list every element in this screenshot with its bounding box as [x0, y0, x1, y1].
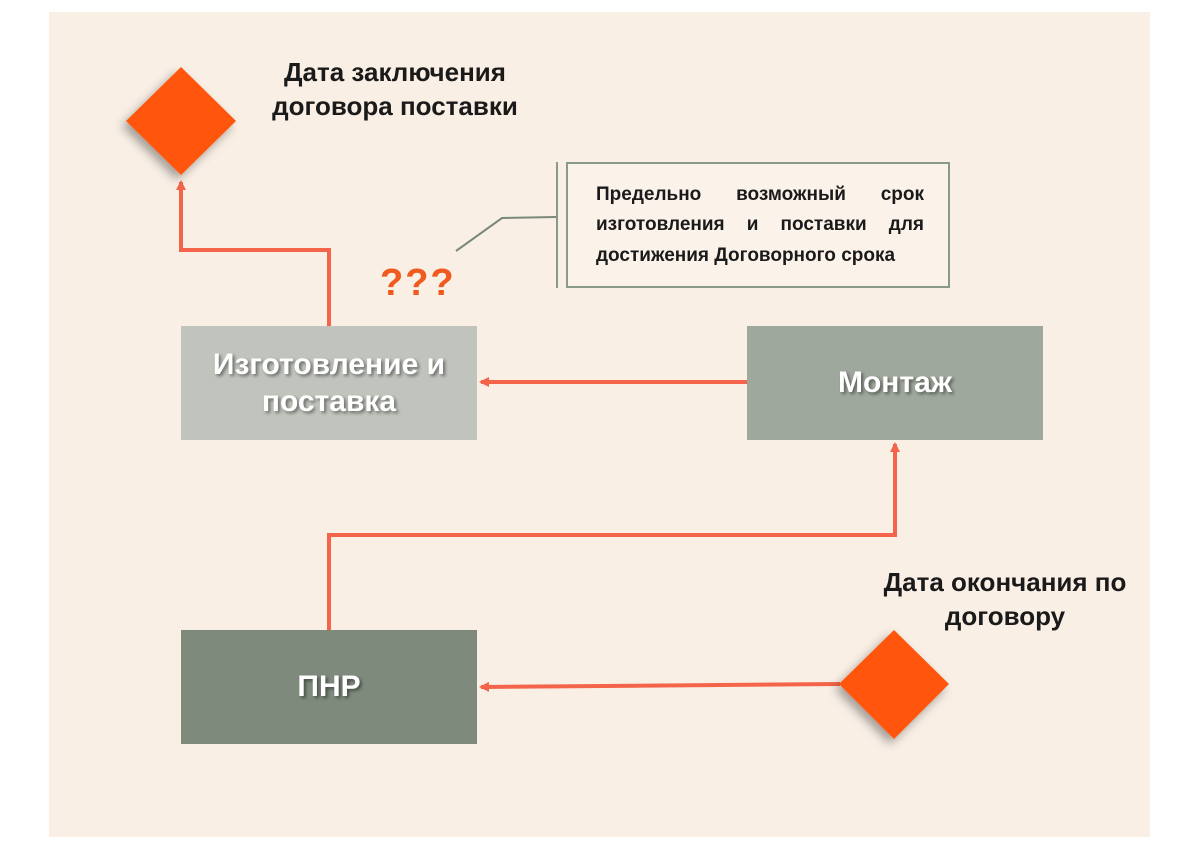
- contract-date-label: Дата заключения договора поставки: [272, 57, 518, 121]
- end-date-diamond-icon: [839, 630, 949, 739]
- stage-manufacture-box: Изготовление и поставка: [181, 326, 477, 440]
- stage-montage-label: Монтаж: [837, 366, 953, 400]
- stage-pnr-box: ПНР: [181, 630, 477, 744]
- callout-text: Предельно возможный срок изготовления и …: [596, 184, 924, 266]
- stage-pnr-label: ПНР: [297, 670, 361, 704]
- arrow-pnr-to-montage: [327, 442, 900, 630]
- arrow-end-date-to-pnr: [479, 681, 841, 692]
- callout-note: Предельно возможный срок изготовления и …: [566, 162, 950, 288]
- end-date-label: Дата окончания по договору: [883, 567, 1127, 631]
- stage-manufacture-label: Изготовление и поставка: [212, 347, 446, 419]
- stage-montage-box: Монтаж: [747, 326, 1043, 440]
- question-marks: ???: [380, 262, 456, 304]
- arrow-manufacture-to-contract-date: [176, 180, 331, 326]
- contract-date-diamond-icon: [126, 67, 236, 175]
- callout-leader-line: [455, 216, 557, 252]
